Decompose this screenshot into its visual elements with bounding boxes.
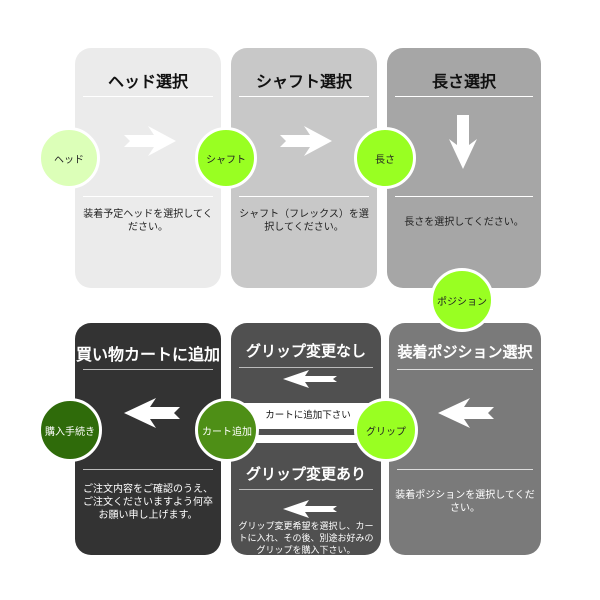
step-circle-position: ポジション [430, 268, 494, 332]
card-title-length: 長さ選択 [431, 72, 496, 91]
card-desc-grip: グリップ変更希望を選択し、カートに入れ、その後、別途お好みのグリップを購入下さい… [238, 522, 374, 556]
grip-change-yes-title: グリップ変更あり [245, 465, 366, 483]
card-desc-head: 装着予定ヘッドを選択してください。 [83, 209, 213, 233]
card-rule [83, 469, 213, 470]
card-title-shaft: シャフト選択 [255, 72, 352, 91]
step-circle-shaft: シャフト [195, 127, 257, 189]
card-rule [83, 196, 213, 197]
arrow-left-icon [283, 500, 337, 518]
arrow-down-icon [449, 115, 477, 169]
step-circle-label: 長さ [375, 154, 395, 166]
step-circle-checkout: 購入手続き [38, 398, 102, 462]
step-circle-length: 長さ [354, 127, 416, 189]
arrow-right-icon [280, 126, 332, 156]
step-circle-label: カート追加 [202, 426, 252, 438]
step-circle-label: 購入手続き [45, 426, 95, 438]
step-circle-grip: グリップ [354, 398, 418, 462]
step-circle-head: ヘッド [38, 127, 100, 189]
step-circle-label: ヘッド [54, 154, 84, 166]
divider-band [231, 435, 381, 443]
arrow-left-icon [438, 398, 494, 428]
card-rule [395, 196, 533, 197]
card-desc-cart: ご注文内容をご確認のうえ、ご注文くださいますよう何卒お願い申し上げます。 [83, 484, 213, 521]
card-rule [397, 469, 533, 470]
card-rule [83, 369, 213, 370]
card-rule [239, 367, 373, 368]
card-title-position: 装着ポジション選択 [397, 343, 533, 361]
card-rule [83, 96, 213, 97]
card-title-head: ヘッド選択 [107, 72, 188, 91]
card-position-select: 装着ポジション選択 装着ポジションを選択してください。 [389, 323, 541, 555]
grip-change-none-title: グリップ変更なし [245, 342, 366, 360]
card-desc-position: 装着ポジションを選択してください。 [395, 490, 535, 514]
card-rule [395, 96, 533, 97]
step-circle-cart-add: カート追加 [195, 398, 259, 462]
card-desc-shaft: シャフト（フレックス）を選択してください。 [239, 209, 369, 233]
card-rule [239, 96, 369, 97]
step-circle-label: グリップ [366, 426, 406, 438]
arrow-left-icon [124, 398, 180, 428]
card-rule [239, 489, 373, 490]
arrow-left-icon [283, 370, 337, 388]
add-to-cart-note: カートに追加下さい [243, 403, 373, 429]
card-rule [239, 196, 369, 197]
card-desc-length: 長さを選択してください。 [404, 217, 524, 228]
step-circle-label: シャフト [206, 154, 246, 166]
arrow-right-icon [124, 126, 176, 156]
card-rule [397, 369, 533, 370]
card-title-cart: 買い物カートに追加 [75, 345, 220, 364]
step-circle-label: ポジション [437, 296, 487, 308]
